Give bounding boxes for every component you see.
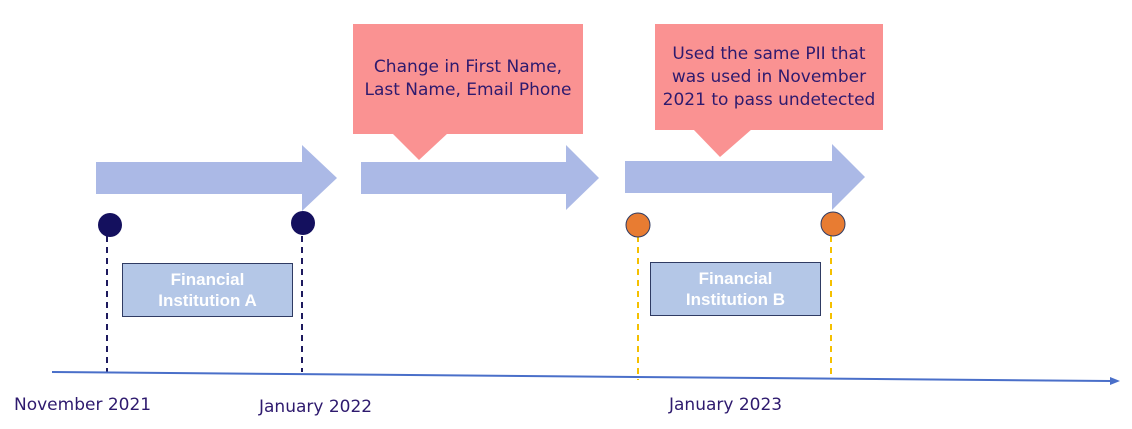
milestone-dot-b-end <box>820 211 846 237</box>
institution-a-box: Financial Institution A <box>122 263 293 317</box>
timeline-arrowhead-icon <box>1110 377 1120 385</box>
institution-a-line1: Financial <box>170 270 245 289</box>
block-arrow-2 <box>361 145 599 210</box>
institution-a-line2: Institution A <box>158 291 257 310</box>
callout-name-change-text: Change in First Name, Last Name, Email P… <box>364 57 572 100</box>
callout-reused-pii-text: Used the same PII that was used in Novem… <box>662 43 876 110</box>
milestone-dot-b-start <box>625 212 651 238</box>
institution-b-line1: Financial <box>698 269 773 288</box>
callout-name-change: Change in First Name, Last Name, Email P… <box>353 24 583 134</box>
callout-shape-1 <box>353 24 583 160</box>
milestone-dot-nov-2021 <box>98 213 122 237</box>
callout-shape-2 <box>655 24 883 157</box>
block-arrow-1 <box>96 145 337 211</box>
callout-reused-pii: Used the same PII that was used in Novem… <box>655 24 883 130</box>
date-label-jan-2022: January 2022 <box>259 397 373 417</box>
institution-b-box: Financial Institution B <box>650 262 821 316</box>
institution-b-line2: Institution B <box>685 290 786 309</box>
date-label-jan-2023: January 2023 <box>669 395 783 415</box>
date-label-nov-2021: November 2021 <box>14 395 152 415</box>
timeline-axis <box>51 371 1111 382</box>
block-arrow-3 <box>625 144 865 210</box>
milestone-dot-jan-2022 <box>291 211 315 235</box>
